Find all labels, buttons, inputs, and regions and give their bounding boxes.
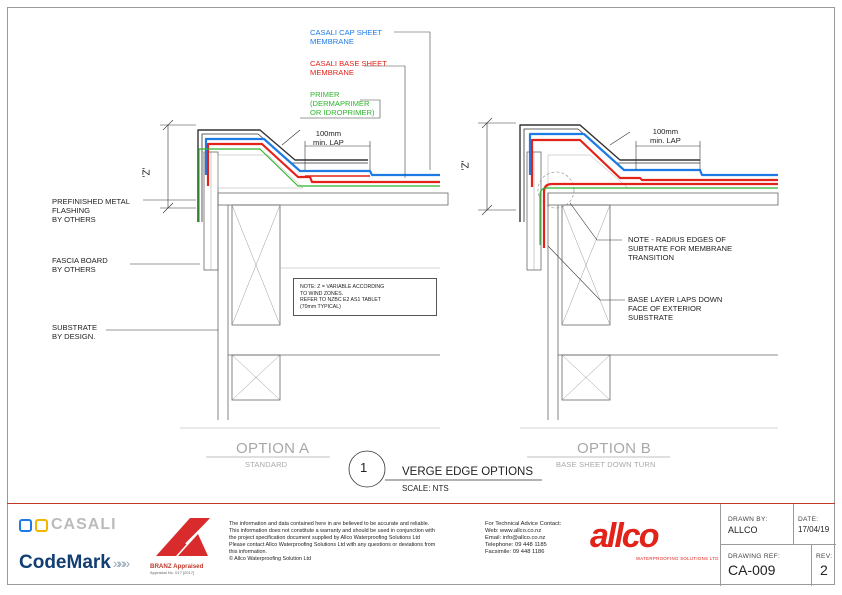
base-sheet-b bbox=[530, 138, 778, 187]
casali-swirl-icon bbox=[19, 518, 32, 532]
substrate-b bbox=[547, 192, 779, 206]
label-z-a: 'Z' bbox=[141, 167, 153, 178]
flashing-b bbox=[519, 124, 700, 222]
option-b-structure bbox=[520, 151, 779, 429]
codemark-logo: CodeMark »»» bbox=[19, 552, 130, 573]
label-lap-a: 100mm min. LAP bbox=[313, 129, 344, 147]
branz-triangle-icon bbox=[156, 518, 211, 556]
cap-sheet-b bbox=[528, 132, 778, 177]
label-z-b: 'Z' bbox=[460, 160, 472, 171]
option-a-membranes bbox=[197, 129, 440, 222]
label-note-base-layer: BASE LAYER LAPS DOWN FACE OF EXTERIOR SU… bbox=[628, 295, 723, 322]
info-cells: DRAWN BY: ALLCO DATE: 17/04/19 DRAWING R… bbox=[720, 504, 836, 586]
date-value: 17/04/19 bbox=[798, 525, 830, 534]
label-flashing: PREFINISHED METAL FLASHING BY OTHERS bbox=[52, 197, 130, 224]
option-b-dims bbox=[478, 117, 701, 301]
option-b-membranes bbox=[519, 124, 778, 248]
rev-value: 2 bbox=[820, 562, 828, 578]
ref-label: DRAWING REF: bbox=[728, 553, 781, 560]
drawing-number: 1 bbox=[360, 460, 368, 475]
label-cap-sheet: CASALI CAP SHEET MEMBRANE bbox=[310, 28, 383, 46]
drawing-frame bbox=[7, 7, 835, 585]
primer-b bbox=[539, 187, 778, 245]
rev-label: REV: bbox=[816, 553, 833, 560]
label-fascia: FASCIA BOARD BY OTHERS bbox=[52, 256, 108, 274]
drawn-by-value: ALLCO bbox=[728, 525, 758, 535]
flashing-a bbox=[197, 129, 368, 222]
title-bubble bbox=[348, 450, 542, 488]
option-a-title: OPTION A bbox=[236, 440, 310, 457]
contact-info: For Technical Advice Contact: Web: www.a… bbox=[485, 521, 562, 555]
label-substrate: SUBSTRATE BY DESIGN. bbox=[52, 323, 98, 341]
allco-logo: allco WATERPROOFING SOLUTIONS LTD bbox=[590, 517, 719, 561]
drawn-by-label: DRAWN BY: bbox=[728, 516, 768, 523]
branz-logo: BRANZ Appraised Appraisal No. 017 [2017] bbox=[150, 514, 216, 580]
note-z-variable: NOTE: Z = VARIABLE ACCORDING TO WIND ZON… bbox=[293, 278, 437, 317]
label-primer: PRIMER (DERMAPRIMER OR IDROPRIMER) bbox=[310, 90, 375, 117]
substrate-a bbox=[217, 192, 449, 206]
primer-a bbox=[198, 148, 440, 222]
disclaimer-text: The information and data contained here … bbox=[229, 521, 436, 562]
label-lap-b: 100mm min. LAP bbox=[650, 127, 681, 145]
drawing-title: VERGE EDGE OPTIONS bbox=[402, 466, 533, 478]
option-b-title: OPTION B bbox=[577, 440, 652, 457]
date-label: DATE: bbox=[798, 516, 819, 523]
option-a-subtitle: STANDARD bbox=[245, 460, 288, 469]
joist-b bbox=[561, 204, 611, 326]
casali-logo: CASALI bbox=[19, 516, 117, 534]
radius-callout-b bbox=[537, 171, 575, 209]
casali-mark-icon bbox=[35, 518, 48, 532]
drawing-scale: SCALE: NTS bbox=[402, 484, 449, 493]
option-b-subtitle: BASE SHEET DOWN TURN bbox=[556, 460, 656, 469]
option-a-dims bbox=[106, 31, 431, 331]
joist-a bbox=[231, 204, 281, 326]
ref-value: CA-009 bbox=[728, 562, 776, 578]
base-sheet-a bbox=[206, 142, 440, 186]
option-a-structure bbox=[180, 151, 449, 429]
title-block: CASALI CodeMark »»» BRANZ Appraised Appr… bbox=[7, 503, 836, 586]
label-base-sheet: CASALI BASE SHEET MEMBRANE bbox=[310, 59, 387, 77]
chevrons-icon: »»» bbox=[112, 555, 130, 571]
cap-sheet-a bbox=[204, 137, 440, 177]
label-note-radius: NOTE - RADIUS EDGES OF SUBTRATE FOR MEMB… bbox=[628, 235, 733, 262]
